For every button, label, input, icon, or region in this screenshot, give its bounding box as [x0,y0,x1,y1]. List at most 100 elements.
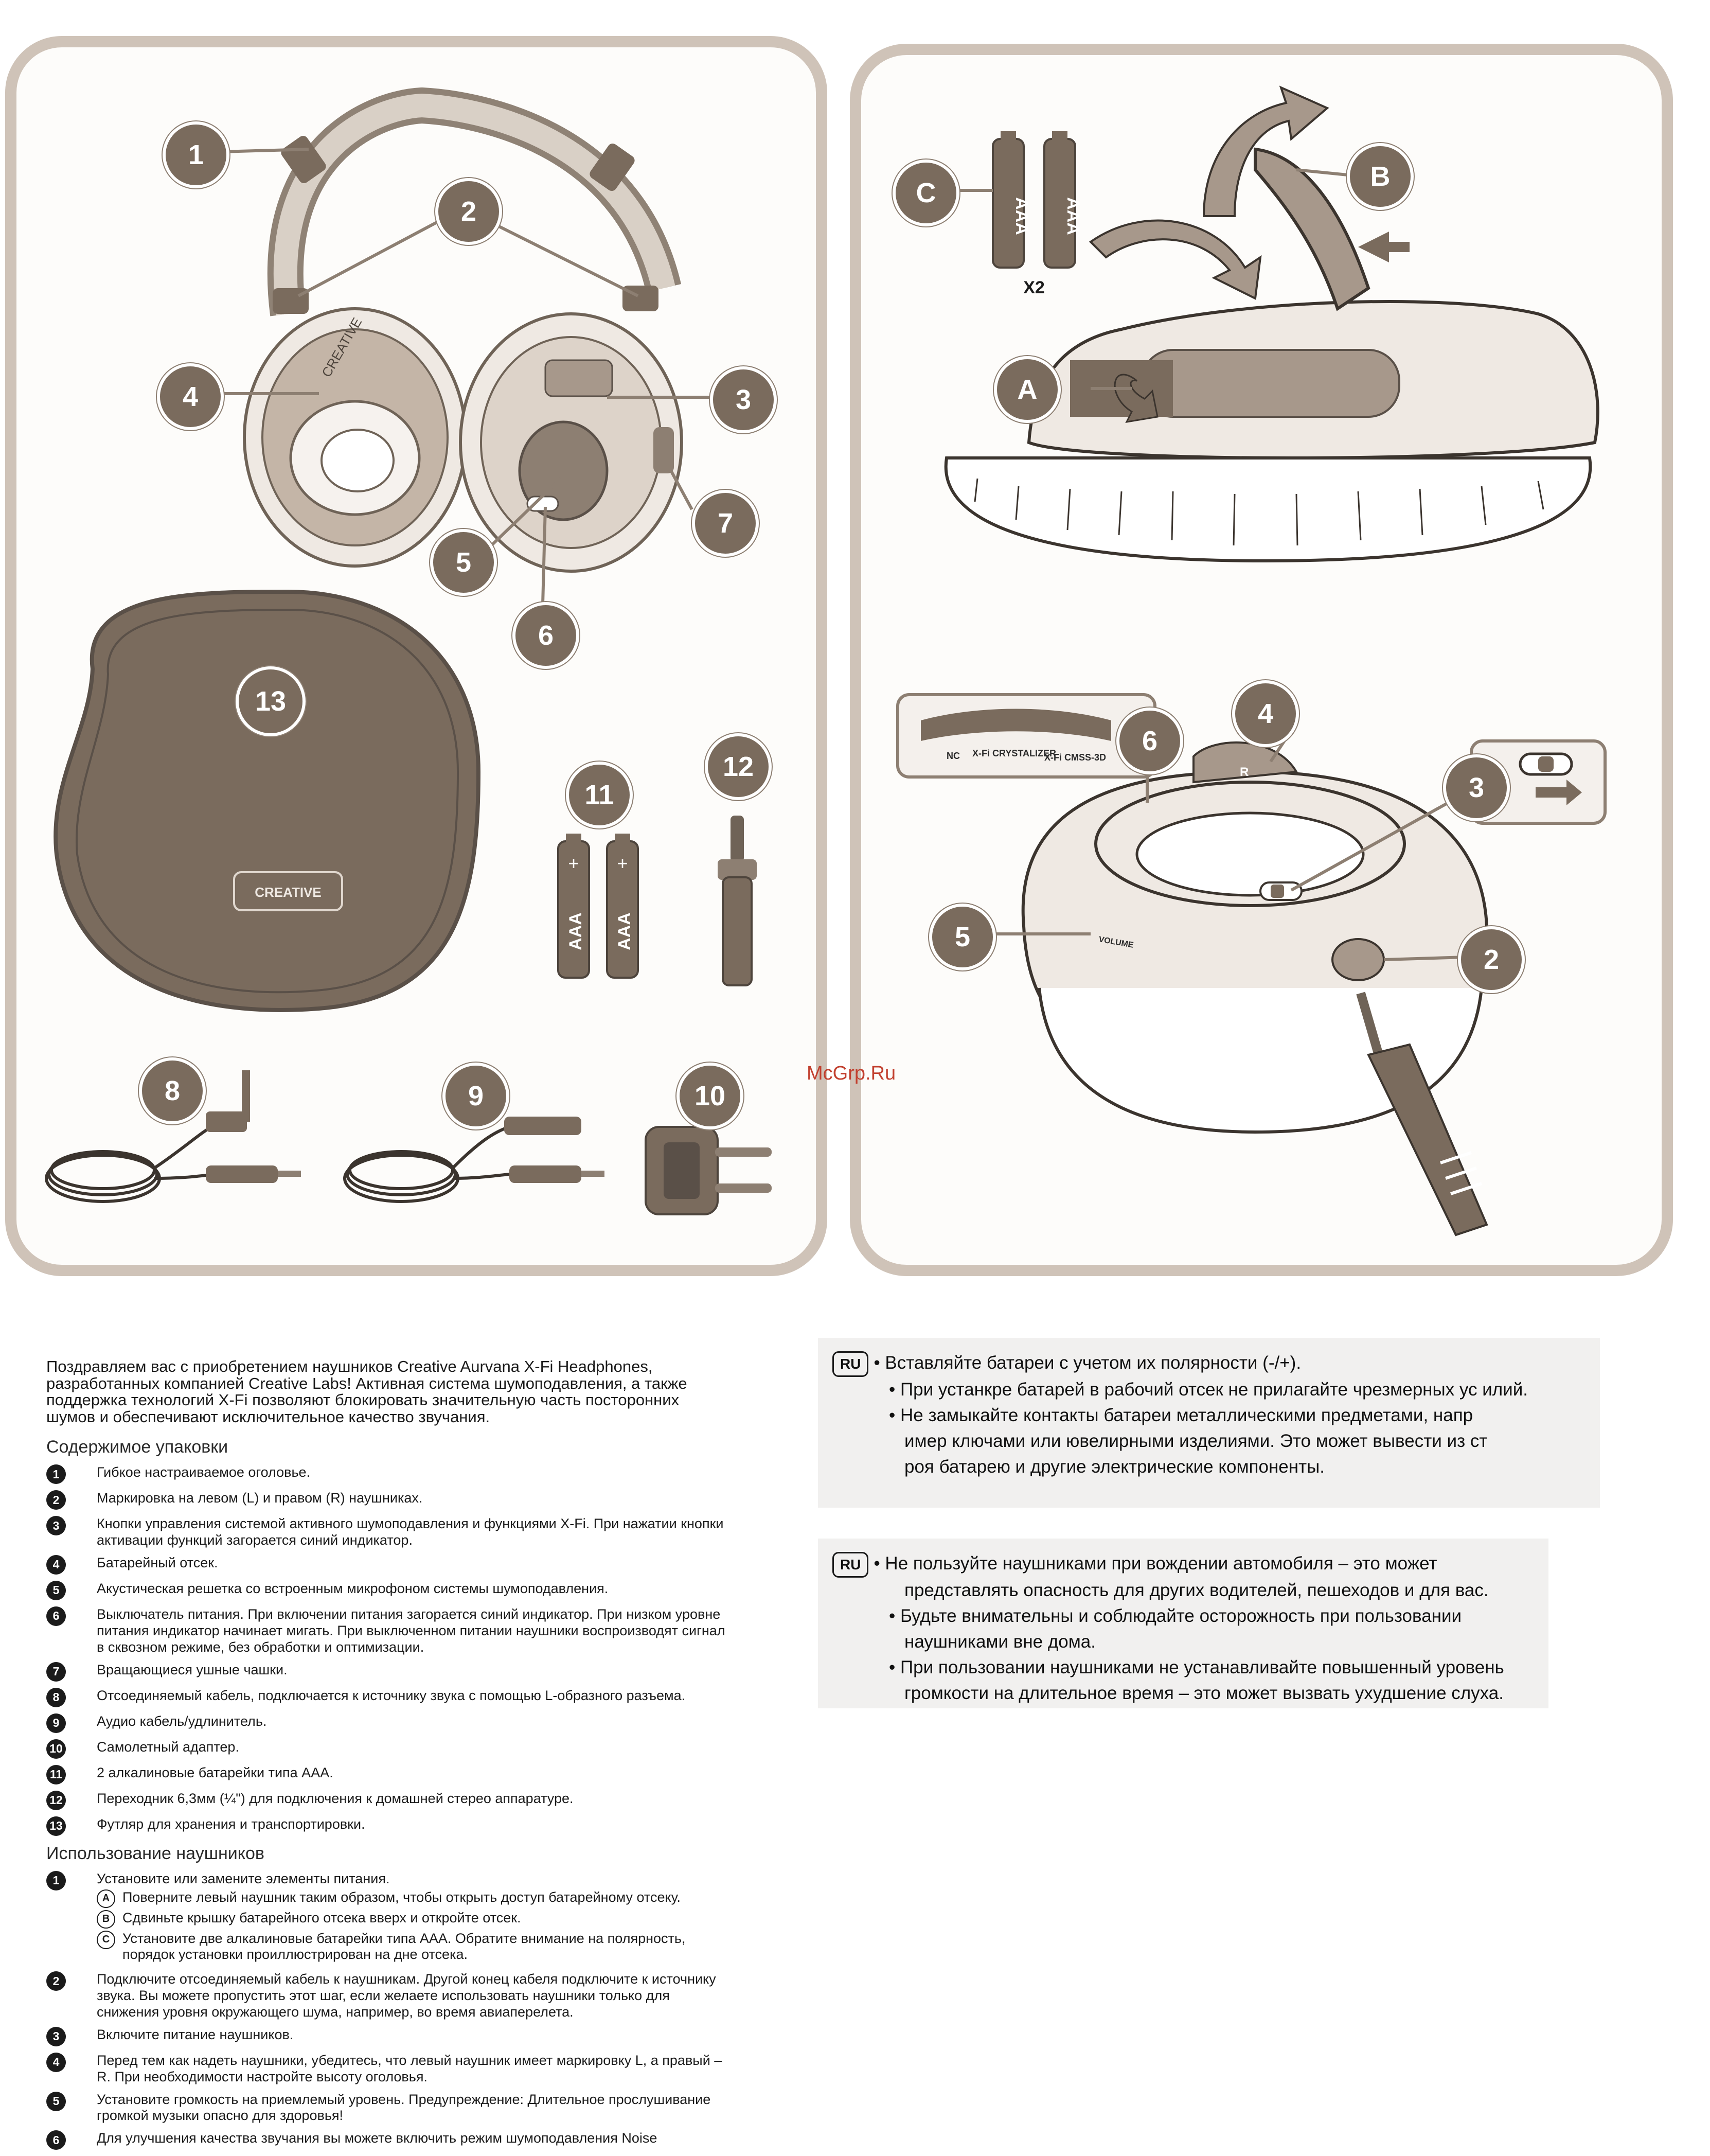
language-tag: RU [832,1351,869,1377]
callout-10: 10 [676,1063,743,1129]
sub-step: A Поверните левый наушник таким образом, … [97,1889,731,1908]
sub-step: C Установите две алкалиновые батарейки ти… [97,1930,731,1964]
intro-paragraph: Поздравляем вас с приобретением наушнико… [46,1357,687,1426]
callout-r-3: 3 [1443,754,1510,821]
case-logo-text: CREATIVE [255,885,322,900]
callout-4: 4 [157,363,224,430]
item-number-badge: 11 [46,1764,66,1784]
svg-text:+: + [568,853,579,874]
svg-text:AAA: AAA [566,912,585,950]
item-body: Установите или замените элементы питания… [97,1871,731,1966]
item-text: Установите или замените элементы питания… [97,1870,390,1886]
item-number-badge: 5 [46,1581,66,1601]
callout-r-2: 2 [1458,926,1525,993]
list-item: 8 Отсоединяемый кабель, подключается к ис… [46,1687,731,1707]
item-number-badge: 4 [46,2052,66,2072]
usage-heading: Использование наушников [46,1843,264,1863]
list-item: 6 Для улучшения качества звучания вы може… [46,2130,731,2150]
item-text: Батарейный отсек. [97,1555,218,1571]
callout-B: B [1347,143,1414,210]
note-line: • Будьте внимательны и соблюдайте осторо… [832,1603,1534,1629]
list-item: 9 Аудио кабель/удлинитель. [46,1713,731,1733]
item-number-badge: 3 [46,1516,66,1536]
list-item: 4 Батарейный отсек. [46,1555,731,1575]
svg-text:AAA: AAA [615,912,634,950]
sub-step-letter-badge: A [97,1889,115,1908]
note-line-text: • Не замыкайте контакты батареи металлич… [889,1405,1473,1426]
note-line: • При пользовании наушниками не устанавл… [832,1655,1534,1681]
list-item: 5 Акустическая решетка со встроенным микр… [46,1581,731,1601]
item-text: Установите громкость на приемлемый урове… [97,2091,711,2124]
callout-8: 8 [139,1057,206,1124]
battery-compartment-illustration: AAA AAA X2 [944,85,1599,563]
list-item: 3 Кнопки управления системой активного шу… [46,1516,731,1549]
note-line: представлять опасность для других водите… [832,1578,1534,1603]
item-text: Кнопки управления системой активного шум… [97,1516,724,1548]
svg-text:NC: NC [947,751,960,761]
item-text: Включите питание наушников. [97,2026,294,2042]
sub-step-letter-badge: C [97,1930,115,1949]
item-text: Подключите отсоединяемый кабель к наушни… [97,1971,716,2020]
list-item: 10 Самолетный адаптер. [46,1739,731,1759]
callout-r-5: 5 [929,904,996,970]
item-text: Акустическая решетка со встроенным микро… [97,1581,609,1597]
item-number-badge: 10 [46,1739,66,1759]
callout-C: C [893,160,959,226]
svg-text:AAA: AAA [1063,197,1083,235]
item-number-badge: 3 [46,2026,66,2046]
callout-1: 1 [163,121,229,188]
item-number-badge: 6 [46,1606,66,1627]
note-line: громкости на длительное время – это може… [832,1681,1534,1706]
note-line-text: • Не пользуйте наушниками при вождении а… [874,1553,1437,1574]
item-text: Аудио кабель/удлинитель. [97,1713,267,1729]
item-number-badge: 2 [46,1490,66,1510]
item-number-badge: 4 [46,1555,66,1575]
callout-A: A [994,356,1061,423]
item-text: Для улучшения качества звучания вы может… [97,2130,657,2146]
carrying-case-illustration: CREATIVE [54,589,481,1012]
callout-13: 13 [236,666,306,736]
item-text: Гибкое настраиваемое оголовье. [97,1464,311,1480]
svg-text:X-Fi CMSS-3D: X-Fi CMSS-3D [1044,752,1106,763]
item-body: Установите громкость на приемлемый урове… [97,2092,731,2125]
item-number-badge: 12 [46,1790,66,1810]
contents-heading: Содержимое упаковки [46,1437,228,1457]
item-text: Перед тем как надеть наушники, убедитесь… [97,2052,722,2084]
item-text: Отсоединяемый кабель, подключается к ист… [97,1687,686,1703]
callout-2: 2 [435,178,502,245]
battery-quantity-label: X2 [1023,278,1045,297]
callout-3: 3 [710,366,777,433]
headphones-illustration: CREATIVE [208,87,710,605]
svg-text:+: + [617,853,628,874]
sub-step-text: Поверните левый наушник таким образом, ч… [122,1889,681,1905]
callout-r-4: 4 [1232,680,1299,747]
item-body: Подключите отсоединяемый кабель к наушни… [97,1971,731,2021]
list-item: 4 Перед тем как надеть наушники, убедитес… [46,2052,731,2086]
sub-step-text: Установите две алкалиновые батарейки тип… [122,1930,686,1963]
callout-11: 11 [566,762,633,828]
item-number-badge: 6 [46,2130,66,2150]
item-body: Включите питание наушников. [97,2027,731,2043]
note-line-text: представлять опасность для других водите… [904,1580,1489,1601]
note-line: RU• Вставляйте батареи с учетом их поляр… [832,1350,1586,1377]
callout-r-6: 6 [1116,708,1183,774]
item-number-badge: 5 [46,2091,66,2111]
list-item: 3 Включите питание наушников. [46,2026,731,2046]
item-number-badge: 9 [46,1713,66,1733]
note-line-text: громкости на длительное время – это може… [904,1683,1504,1704]
callout-12: 12 [705,733,772,800]
item-text: Самолетный адаптер. [97,1739,239,1755]
note-line: RU• Не пользуйте наушниками при вождении… [832,1551,1534,1578]
note-line-text: • При пользовании наушниками не устанавл… [889,1657,1504,1678]
item-number-badge: 8 [46,1687,66,1707]
safety-warning-note: RU• Не пользуйте наушниками при вождении… [818,1539,1548,1708]
